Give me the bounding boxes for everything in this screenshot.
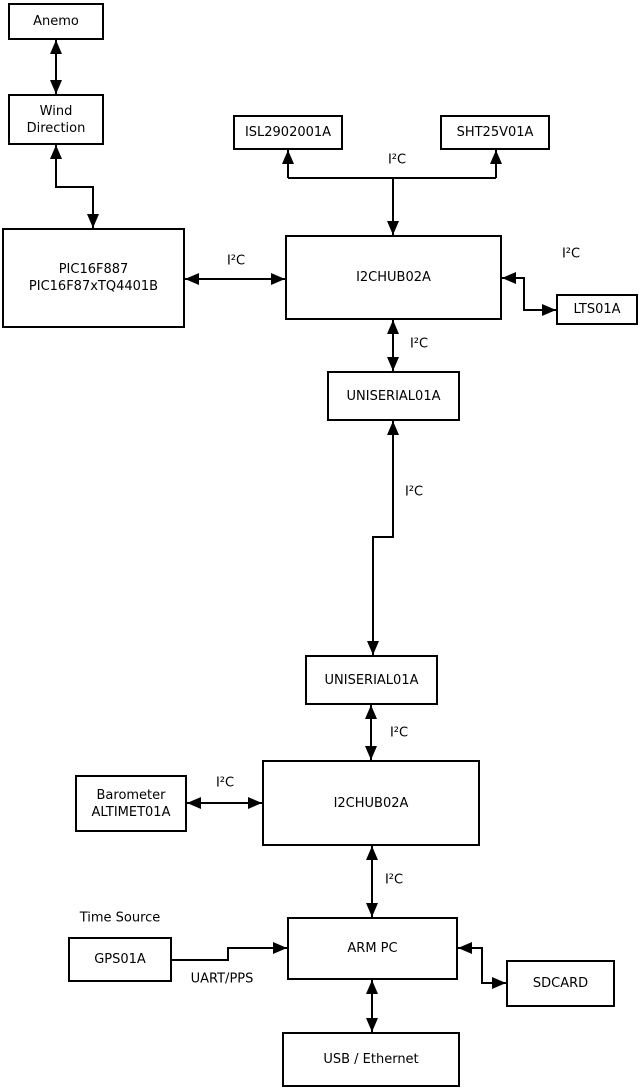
label-i2c-hub2-armpc: I²C [384, 872, 404, 888]
node-barometer-altimet01a: Barometer ALTIMET01A [75, 775, 187, 832]
node-uniserial01a-bottom-label: UNISERIAL01A [324, 672, 419, 688]
node-usb-ethernet: USB / Ethernet [282, 1032, 460, 1087]
node-pic16f887: PIC16F887 PIC16F87xTQ4401B [2, 228, 185, 328]
node-lts01a-label: LTS01A [573, 302, 621, 317]
node-gps01a-label: GPS01A [94, 952, 146, 967]
node-barometer-label-line2: ALTIMET01A [91, 804, 171, 820]
node-uniserial01a-bottom: UNISERIAL01A [305, 655, 438, 705]
label-time-source: Time Source [79, 910, 161, 926]
label-i2c-pic-hub: I²C [226, 253, 246, 269]
label-uart-pps: UART/PPS [190, 971, 254, 987]
node-uniserial01a-top-label: UNISERIAL01A [346, 388, 441, 404]
node-i2chub02a-top-label: I2CHUB02A [356, 270, 431, 285]
node-i2chub02a-top: I2CHUB02A [285, 235, 502, 320]
label-i2c-barometer: I²C [215, 775, 235, 791]
node-wind-direction: Wind Direction [8, 94, 104, 145]
node-anemo-label: Anemo [33, 14, 79, 29]
edge-wind-direction-pic [50, 145, 99, 228]
edge-uniserial-top-uniserial-bottom [367, 421, 399, 655]
node-wind-direction-label-line1: Wind [39, 103, 73, 119]
node-isl2902001a-label: ISL2902001A [244, 125, 332, 140]
node-arm-pc-label: ARM PC [347, 941, 398, 956]
edge-arm-pc-sdcard [458, 942, 506, 989]
node-sdcard-label: SDCARD [532, 976, 589, 991]
edge-i2chub-top-lts [502, 272, 556, 316]
label-i2c-hub-uniserial: I²C [409, 336, 429, 352]
edge-gps-arm-pc [172, 942, 287, 961]
node-anemo: Anemo [8, 3, 104, 40]
node-barometer-label-line1: Barometer [96, 787, 166, 803]
node-isl2902001a: ISL2902001A [233, 115, 343, 150]
node-lts01a: LTS01A [556, 294, 638, 325]
node-usb-ethernet-label: USB / Ethernet [323, 1052, 419, 1067]
node-arm-pc: ARM PC [287, 917, 458, 980]
node-gps01a: GPS01A [68, 937, 172, 982]
node-wind-direction-label-line2: Direction [26, 120, 86, 136]
node-uniserial01a-top: UNISERIAL01A [327, 371, 460, 421]
node-i2chub02a-bottom-label: I2CHUB02A [333, 795, 409, 811]
node-sdcard: SDCARD [506, 960, 615, 1007]
label-i2c-lts: I²C [561, 246, 581, 262]
label-i2c-sensor-bus: I²C [387, 152, 407, 168]
label-i2c-uniserial-link: I²C [404, 484, 424, 500]
label-i2c-uniserial-hub2: I²C [389, 725, 409, 741]
node-sht25v01a: SHT25V01A [440, 115, 550, 150]
node-sht25v01a-label: SHT25V01A [456, 125, 534, 140]
node-pic16f887-label-line2: PIC16F87xTQ4401B [28, 279, 159, 294]
node-i2chub02a-bottom: I2CHUB02A [262, 760, 480, 846]
node-pic16f887-label-line1: PIC16F887 [58, 262, 129, 277]
